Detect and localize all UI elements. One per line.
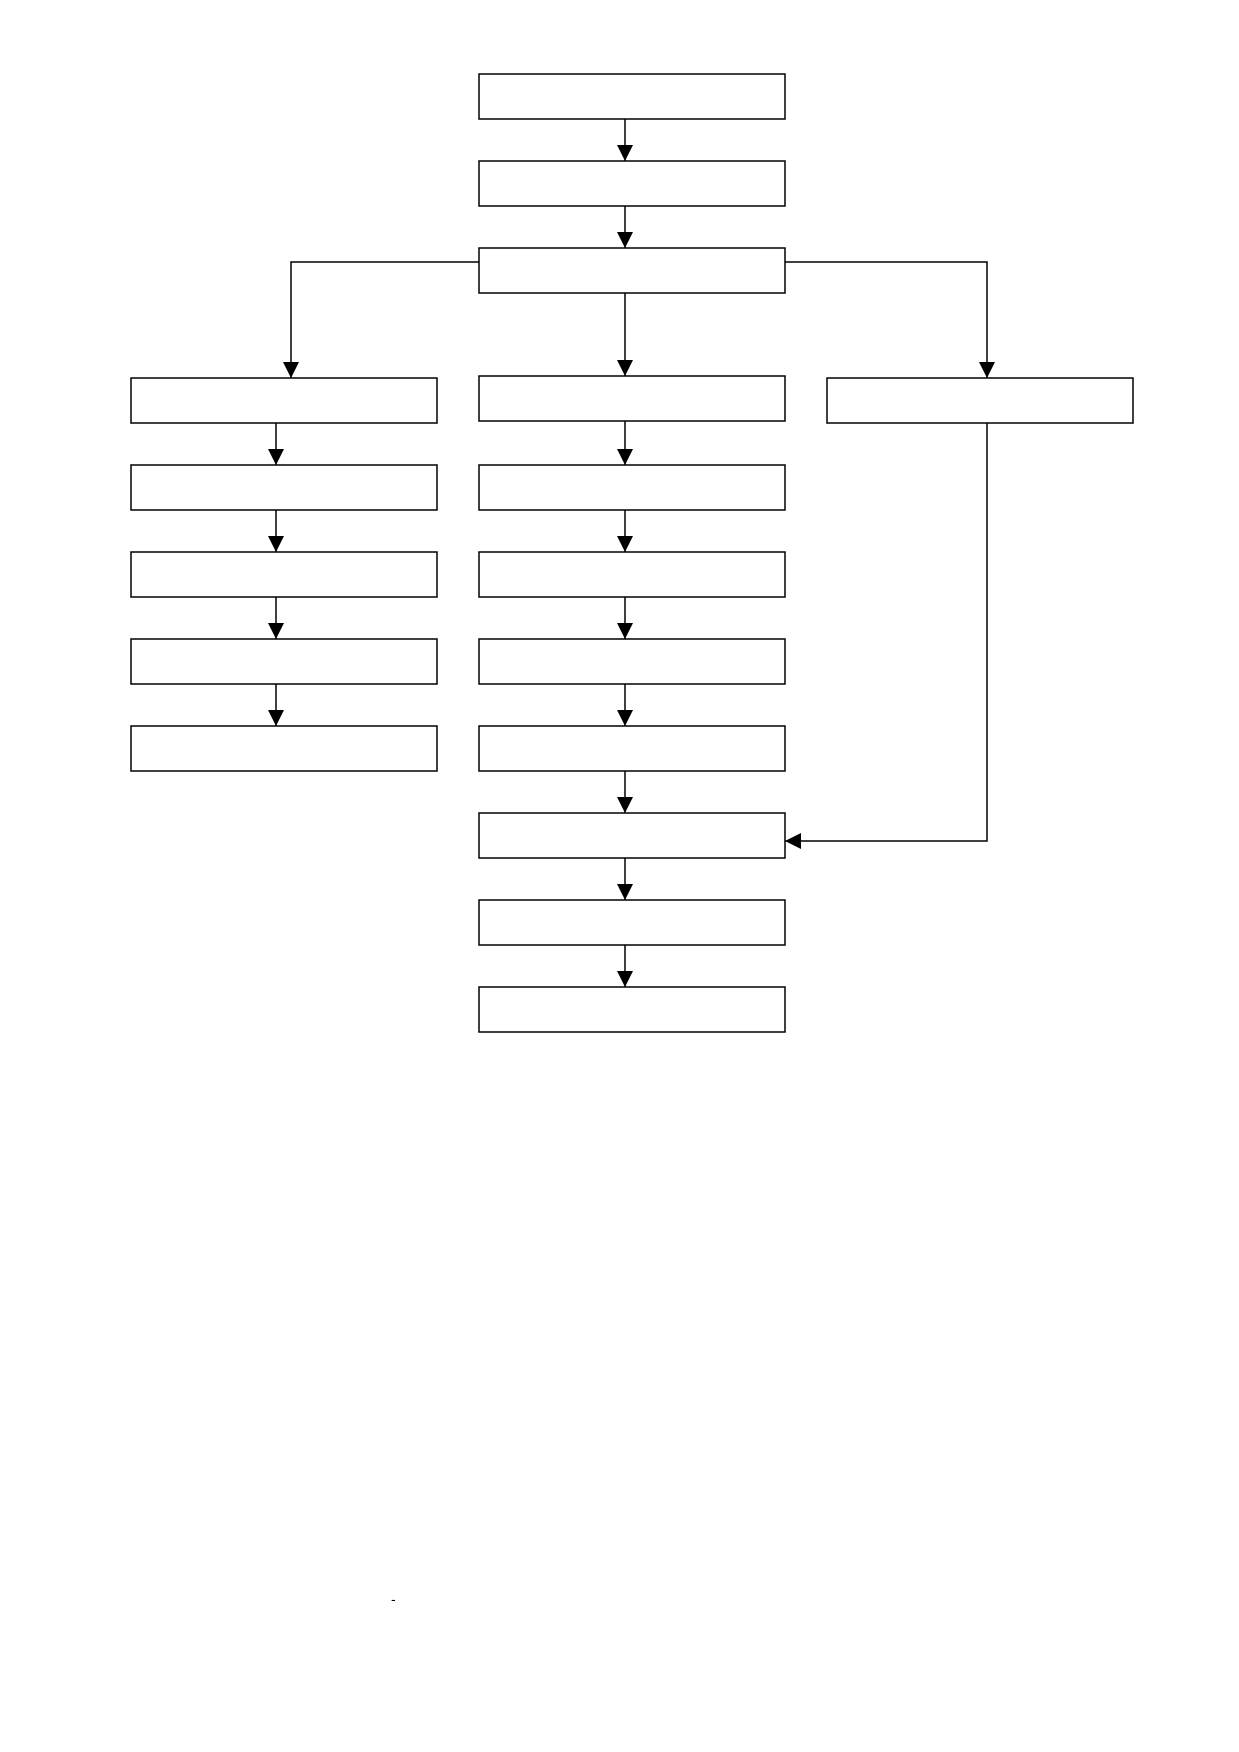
- flow-box-branch-node: [478, 247, 786, 294]
- stray-dash-mark: -: [391, 1591, 396, 1607]
- flow-box-merge-node: [478, 812, 786, 859]
- flow-arrow-branch-node-to-right-1: [785, 261, 995, 378]
- flow-box-center-5: [478, 725, 786, 772]
- flow-box-center-2: [478, 464, 786, 511]
- flow-box-top-1: [478, 73, 786, 120]
- flow-box-left-4: [130, 638, 438, 685]
- flow-box-center-1: [478, 375, 786, 422]
- flow-box-center-8: [478, 986, 786, 1033]
- flow-box-center-7: [478, 899, 786, 946]
- flow-box-center-4: [478, 638, 786, 685]
- flow-box-right-1: [826, 377, 1134, 424]
- flow-arrow-branch-node-to-left-1: [283, 261, 479, 378]
- flow-arrow-right-1-to-merge-node: [785, 423, 988, 849]
- flow-box-top-2: [478, 160, 786, 207]
- flow-box-left-3: [130, 551, 438, 598]
- flow-box-left-5: [130, 725, 438, 772]
- flow-box-left-1: [130, 377, 438, 424]
- flow-box-center-3: [478, 551, 786, 598]
- flow-box-left-2: [130, 464, 438, 511]
